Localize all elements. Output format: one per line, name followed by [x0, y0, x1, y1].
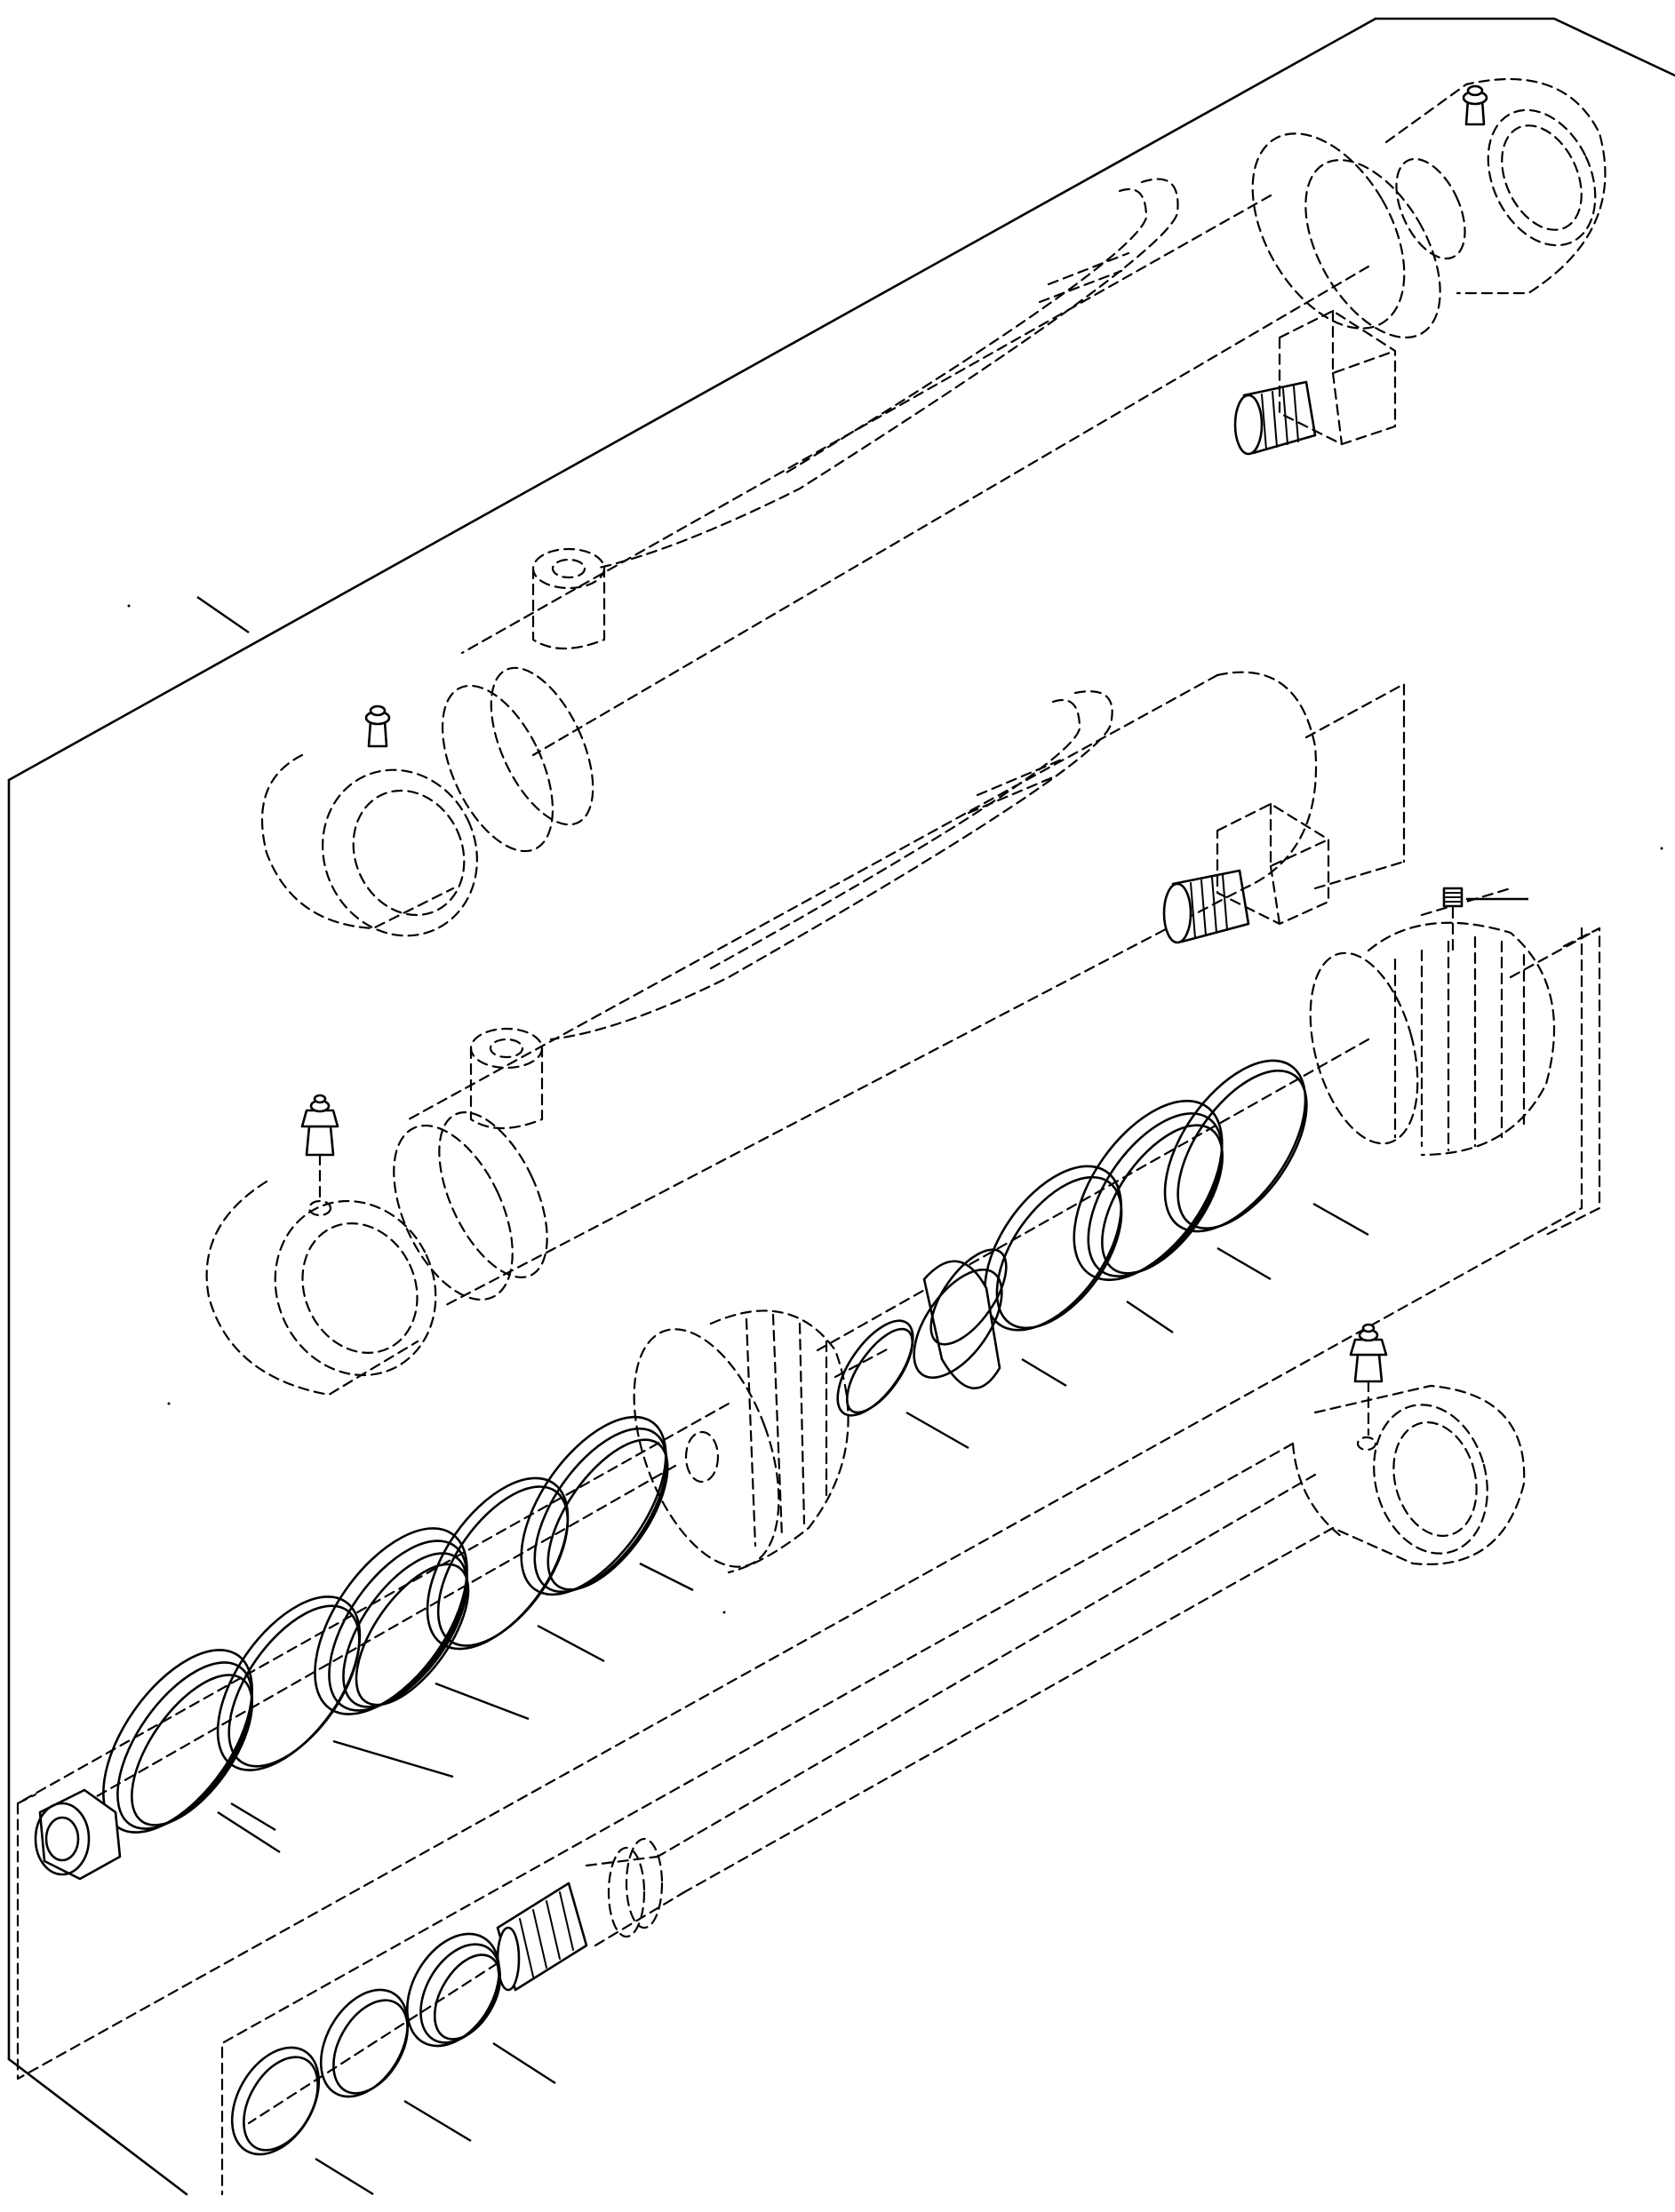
panel-frame: [7, 17, 1675, 2196]
vent-plug: [1442, 887, 1464, 952]
wear-ring: [1073, 1100, 1224, 1281]
cylinder-upper: [260, 78, 1607, 937]
bushing: [922, 1260, 1001, 1390]
piston-seal-kit: [16, 927, 1583, 2081]
cylinder-middle: [205, 671, 1406, 1396]
gland-seal-kit: [816, 887, 1601, 1450]
seal-ring: [1163, 1059, 1307, 1233]
snap-ring: [836, 1319, 914, 1417]
piston-rod: [220, 1323, 1526, 2196]
lock-nut: [34, 1788, 122, 1881]
o-ring: [983, 1165, 1123, 1332]
